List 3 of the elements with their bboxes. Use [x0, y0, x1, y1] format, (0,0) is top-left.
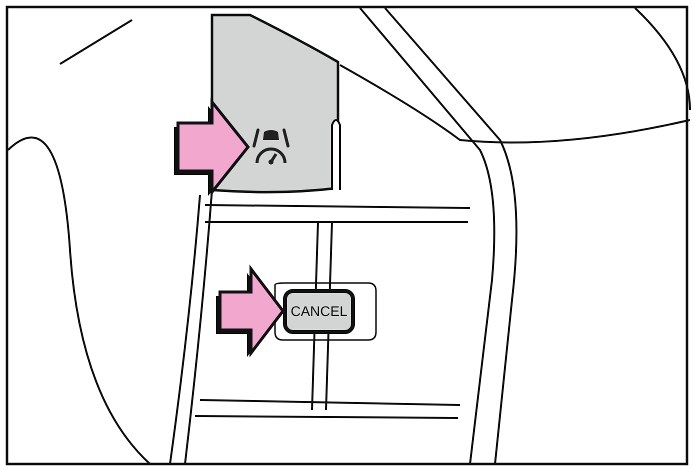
cancel-button: CANCEL: [283, 289, 355, 334]
pointer-arrow: [216, 264, 285, 358]
pointer-arrow: [174, 98, 250, 196]
